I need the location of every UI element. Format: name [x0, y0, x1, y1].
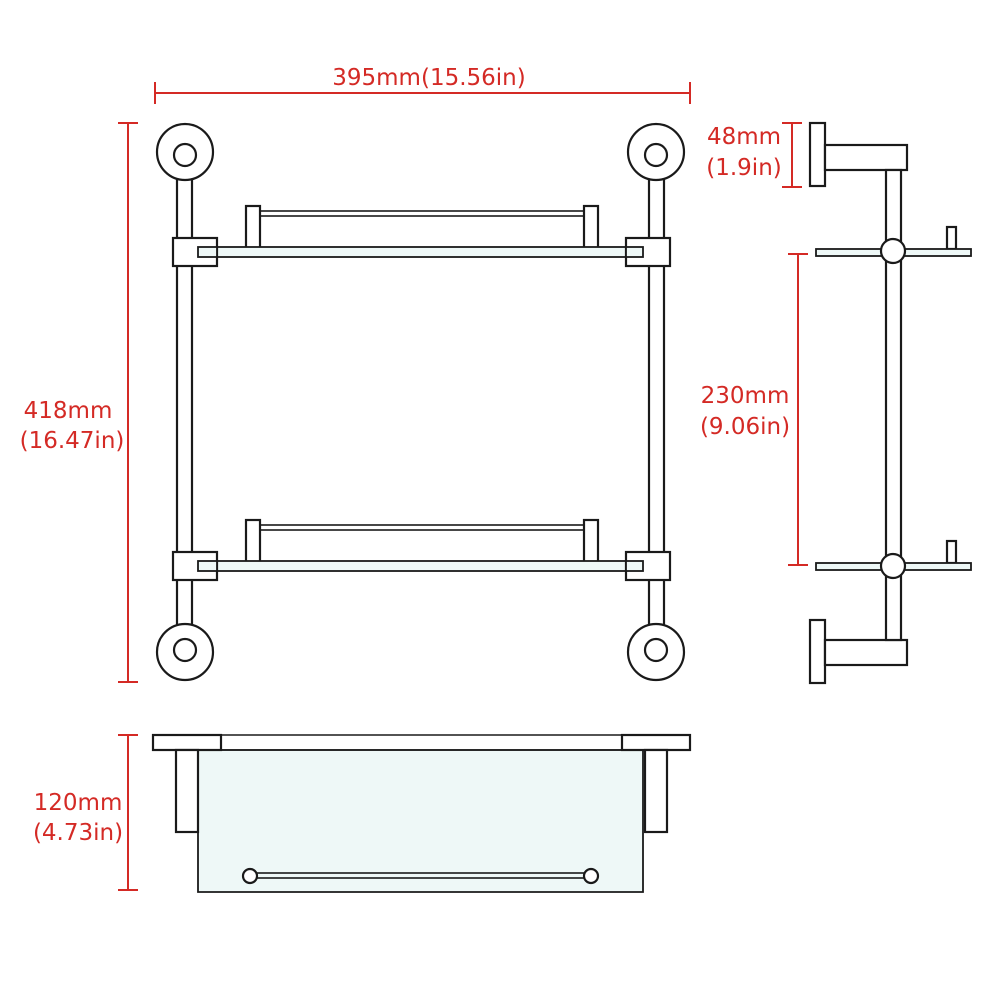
- top-rail: [241, 867, 600, 885]
- wall-offset-imperial: (1.9in): [706, 155, 782, 181]
- svg-text:395mm(15.56in): 395mm(15.56in): [332, 65, 525, 91]
- upper-glass: [197, 246, 644, 258]
- front-view: 395mm(15.56in) 418mm (16.47in): [20, 65, 691, 683]
- bottom-arm: [823, 638, 909, 667]
- depth-metric: 120mm: [34, 790, 123, 816]
- bottom-right-mount: [626, 622, 686, 682]
- lower-rail: [259, 524, 585, 531]
- width-imperial: (15.56in): [421, 65, 526, 91]
- upper-rail-right-end: [582, 204, 600, 252]
- top-arm: [823, 143, 909, 172]
- wall-offset-dimension: 48mm (1.9in): [706, 122, 802, 188]
- depth-imperial: (4.73in): [33, 820, 123, 846]
- side-upper-shelf: [815, 225, 972, 265]
- top-left-mount: [155, 122, 215, 182]
- bottom-left-mount: [155, 622, 215, 682]
- upper-rail-left-end: [244, 204, 262, 252]
- lower-glass: [197, 560, 644, 572]
- top-wall-plate: [808, 121, 827, 188]
- lower-rail-right-end: [582, 518, 600, 566]
- side-view: 48mm (1.9in) 230mm (9.06in): [700, 121, 972, 685]
- top-left-arm: [174, 748, 200, 834]
- bottom-wall-plate: [808, 618, 827, 685]
- top-view: 120mm (4.73in): [33, 733, 692, 893]
- side-lower-shelf: [815, 539, 972, 580]
- top-glass: [197, 749, 644, 893]
- shelf-spacing-dimension: 230mm (9.06in): [700, 253, 808, 566]
- top-wall-strip-left: [151, 733, 223, 752]
- height-metric: 418mm: [24, 398, 113, 424]
- height-imperial: (16.47in): [20, 428, 125, 454]
- shelf-spacing-imperial: (9.06in): [700, 414, 790, 440]
- top-right-arm: [643, 748, 669, 834]
- lower-shelf: [171, 518, 672, 582]
- side-post: [884, 168, 903, 642]
- top-right-mount: [626, 122, 686, 182]
- lower-rail-left-end: [244, 518, 262, 566]
- width-dimension: 395mm(15.56in): [154, 65, 691, 104]
- height-dimension: 418mm (16.47in): [20, 122, 138, 683]
- upper-rail: [259, 210, 585, 217]
- wall-offset-metric: 48mm: [707, 124, 781, 150]
- depth-dimension: 120mm (4.73in): [33, 734, 138, 891]
- width-metric: 395mm: [332, 65, 421, 91]
- top-wall-strip-right: [620, 733, 692, 752]
- shelf-spacing-metric: 230mm: [701, 383, 790, 409]
- upper-shelf: [171, 204, 672, 268]
